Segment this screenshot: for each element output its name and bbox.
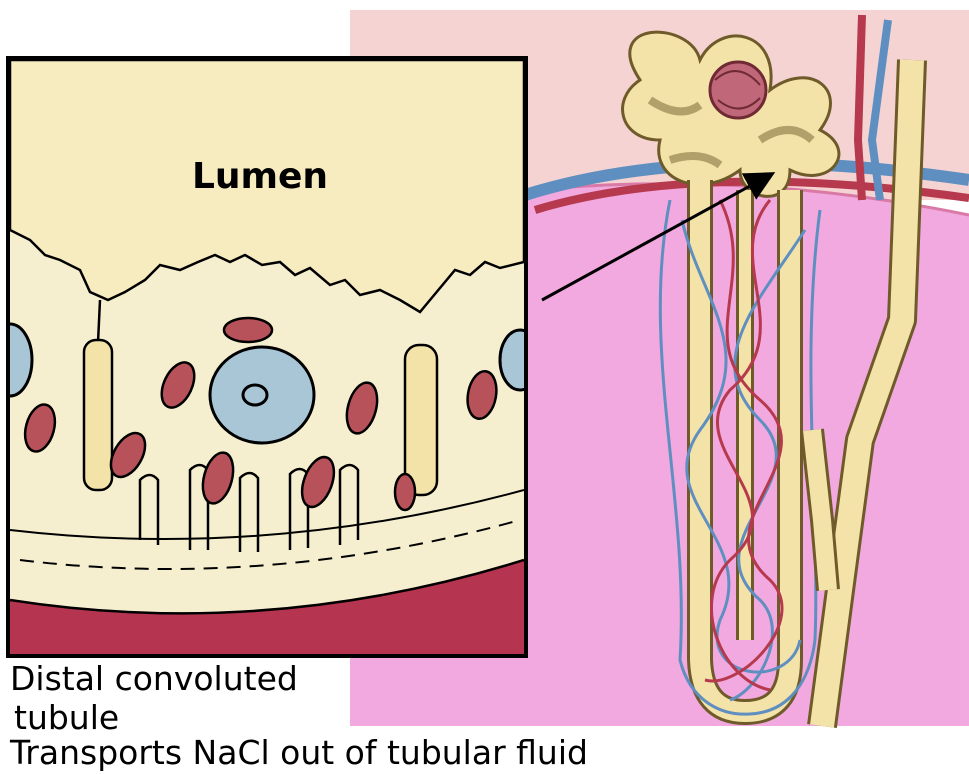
caption-line-3: Transports NaCl out of tubular fluid [10,736,588,769]
interlobular-artery [858,15,862,200]
tubule-inset: Lumen [0,58,540,656]
caption-line-2: tubule [14,701,119,734]
nucleus [210,347,314,443]
lumen-label: Lumen [192,156,328,197]
caption-line-1: Distal convoluted [10,662,298,695]
